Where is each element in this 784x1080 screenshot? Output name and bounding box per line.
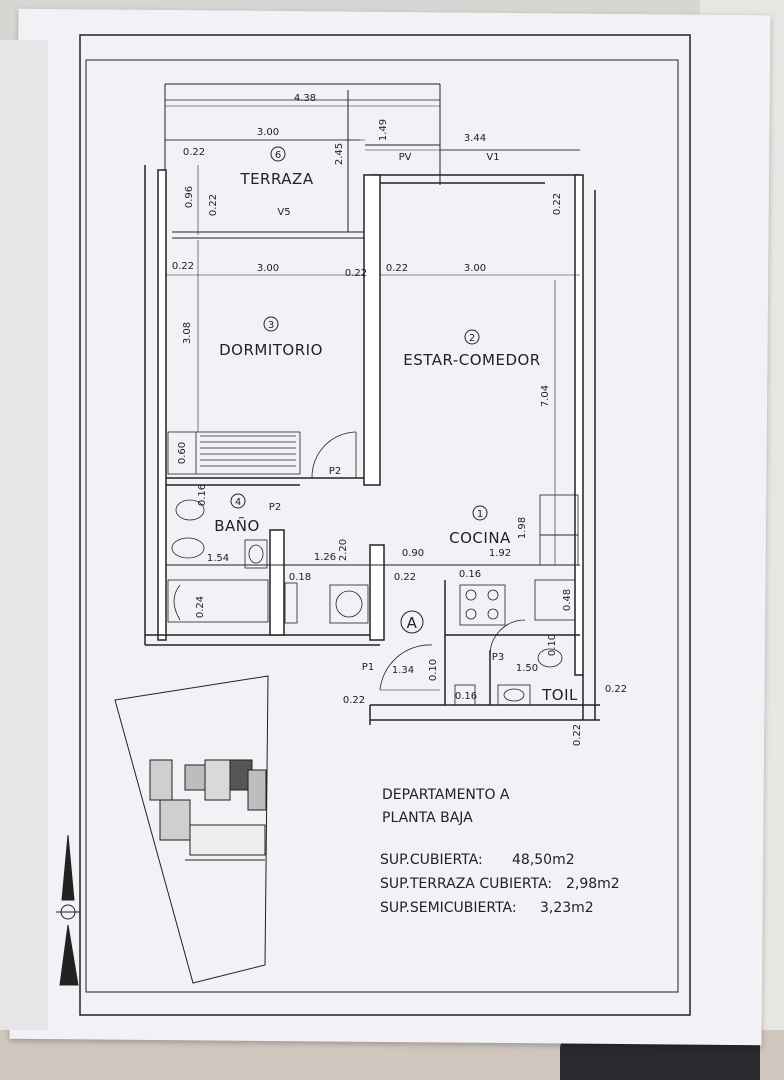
surface-value-2: 2,98m2 bbox=[566, 876, 620, 892]
door-tag-p2-a: P2 bbox=[329, 466, 341, 477]
shoe bbox=[560, 1038, 760, 1080]
window-tag-v1: V1 bbox=[486, 152, 499, 163]
surface-value-3: 3,23m2 bbox=[540, 900, 594, 916]
dimension-label: 0.60 bbox=[177, 442, 188, 464]
unit-marker: A bbox=[407, 614, 418, 632]
room-name-toil: TOIL bbox=[541, 686, 578, 704]
fixtures bbox=[167, 494, 579, 706]
room-labels: 6 TERRAZA 3 DORMITORIO 2 ESTAR-COMEDOR 4… bbox=[214, 146, 578, 704]
dimension-label: 0.18 bbox=[289, 572, 311, 583]
window-tag-v5: V5 bbox=[277, 207, 290, 218]
dimension-label: 3.00 bbox=[464, 263, 486, 274]
dimension-label: 0.22 bbox=[386, 263, 408, 274]
dimension-label: 0.22 bbox=[172, 261, 194, 272]
dimension-label: 1.50 bbox=[516, 663, 538, 674]
dimension-label: 1.54 bbox=[207, 553, 229, 564]
window-tag-pv: PV bbox=[399, 152, 412, 163]
door-tag-p2-b: P2 bbox=[269, 502, 281, 513]
dimension-label: 3.00 bbox=[257, 263, 279, 274]
dimension-label: 3.08 bbox=[182, 322, 193, 344]
room-name-estar: ESTAR-COMEDOR bbox=[403, 351, 540, 369]
surface-value-1: 48,50m2 bbox=[512, 852, 575, 868]
dimension-label: 7.04 bbox=[540, 385, 551, 407]
dimension-label: 0.10 bbox=[428, 659, 439, 681]
dimension-label: 1.98 bbox=[517, 517, 528, 539]
plan-subtitle: PLANTA BAJA bbox=[382, 810, 473, 826]
opening-tags: P1 P2 P2 P3 PV V1 V5 bbox=[269, 152, 504, 673]
plan-info: DEPARTAMENTO A PLANTA BAJA SUP.CUBIERTA:… bbox=[380, 787, 620, 916]
location-plan bbox=[114, 675, 269, 984]
dimension-label: 0.22 bbox=[572, 724, 583, 746]
room-name-bano: BAÑO bbox=[214, 516, 260, 535]
dimension-label: 0.22 bbox=[394, 572, 416, 583]
room-name-cocina: COCINA bbox=[449, 529, 511, 547]
room-number-bano: 4 bbox=[235, 497, 241, 508]
dimension-labels: 4.38 3.00 3.44 1.49 2.45 0.22 0.96 0.22 … bbox=[172, 93, 627, 746]
surface-label-2: SUP.TERRAZA CUBIERTA: bbox=[380, 876, 552, 892]
dimension-label: 1.49 bbox=[378, 119, 389, 141]
dimension-label: 0.48 bbox=[562, 589, 573, 611]
dimension-label: 1.26 bbox=[314, 552, 336, 563]
dimension-lines bbox=[165, 105, 580, 691]
plan-title: DEPARTAMENTO A bbox=[382, 787, 510, 803]
dimension-label: 0.22 bbox=[208, 194, 219, 216]
dimension-label: 0.22 bbox=[183, 147, 205, 158]
door-tag-p1: P1 bbox=[362, 662, 374, 673]
dimension-label: 3.00 bbox=[257, 127, 279, 138]
room-name-dormitorio: DORMITORIO bbox=[219, 341, 323, 359]
inner-border bbox=[85, 59, 679, 993]
previous-page-edge bbox=[0, 40, 48, 1030]
outer-border bbox=[79, 34, 691, 1016]
room-number-terraza: 6 bbox=[275, 150, 281, 161]
dimension-label: 1.34 bbox=[392, 665, 414, 676]
room-name-terraza: TERRAZA bbox=[239, 170, 313, 188]
dimension-label: 0.22 bbox=[605, 684, 627, 695]
walls bbox=[144, 165, 600, 725]
dimension-label: 0.22 bbox=[343, 695, 365, 706]
dimension-label: 0.90 bbox=[402, 548, 424, 559]
door-swings bbox=[311, 431, 526, 691]
door-tag-p3: P3 bbox=[492, 652, 504, 663]
dimension-label: 0.10 bbox=[547, 634, 558, 656]
dimension-label: 2.45 bbox=[334, 143, 345, 165]
room-number-estar: 2 bbox=[469, 333, 475, 344]
dimension-label: 0.96 bbox=[184, 186, 195, 208]
dimension-label: 0.16 bbox=[197, 484, 208, 506]
dimension-label: 0.16 bbox=[459, 569, 481, 580]
dimension-label: 0.16 bbox=[455, 691, 477, 702]
dimension-label: 4.38 bbox=[294, 93, 316, 104]
surface-label-1: SUP.CUBIERTA: bbox=[380, 852, 483, 868]
dimension-label: 0.22 bbox=[345, 268, 367, 279]
dimension-label: 2.20 bbox=[338, 539, 349, 561]
dimension-label: 0.24 bbox=[195, 596, 206, 618]
surface-label-3: SUP.SEMICUBIERTA: bbox=[380, 900, 517, 916]
room-number-dormitorio: 3 bbox=[268, 320, 274, 331]
dimension-label: 0.22 bbox=[552, 193, 563, 215]
dimension-label: 3.44 bbox=[464, 133, 486, 144]
closet bbox=[167, 431, 301, 475]
north-arrow-icon bbox=[56, 834, 80, 986]
room-number-cocina: 1 bbox=[477, 509, 483, 520]
dimension-label: 1.92 bbox=[489, 548, 511, 559]
